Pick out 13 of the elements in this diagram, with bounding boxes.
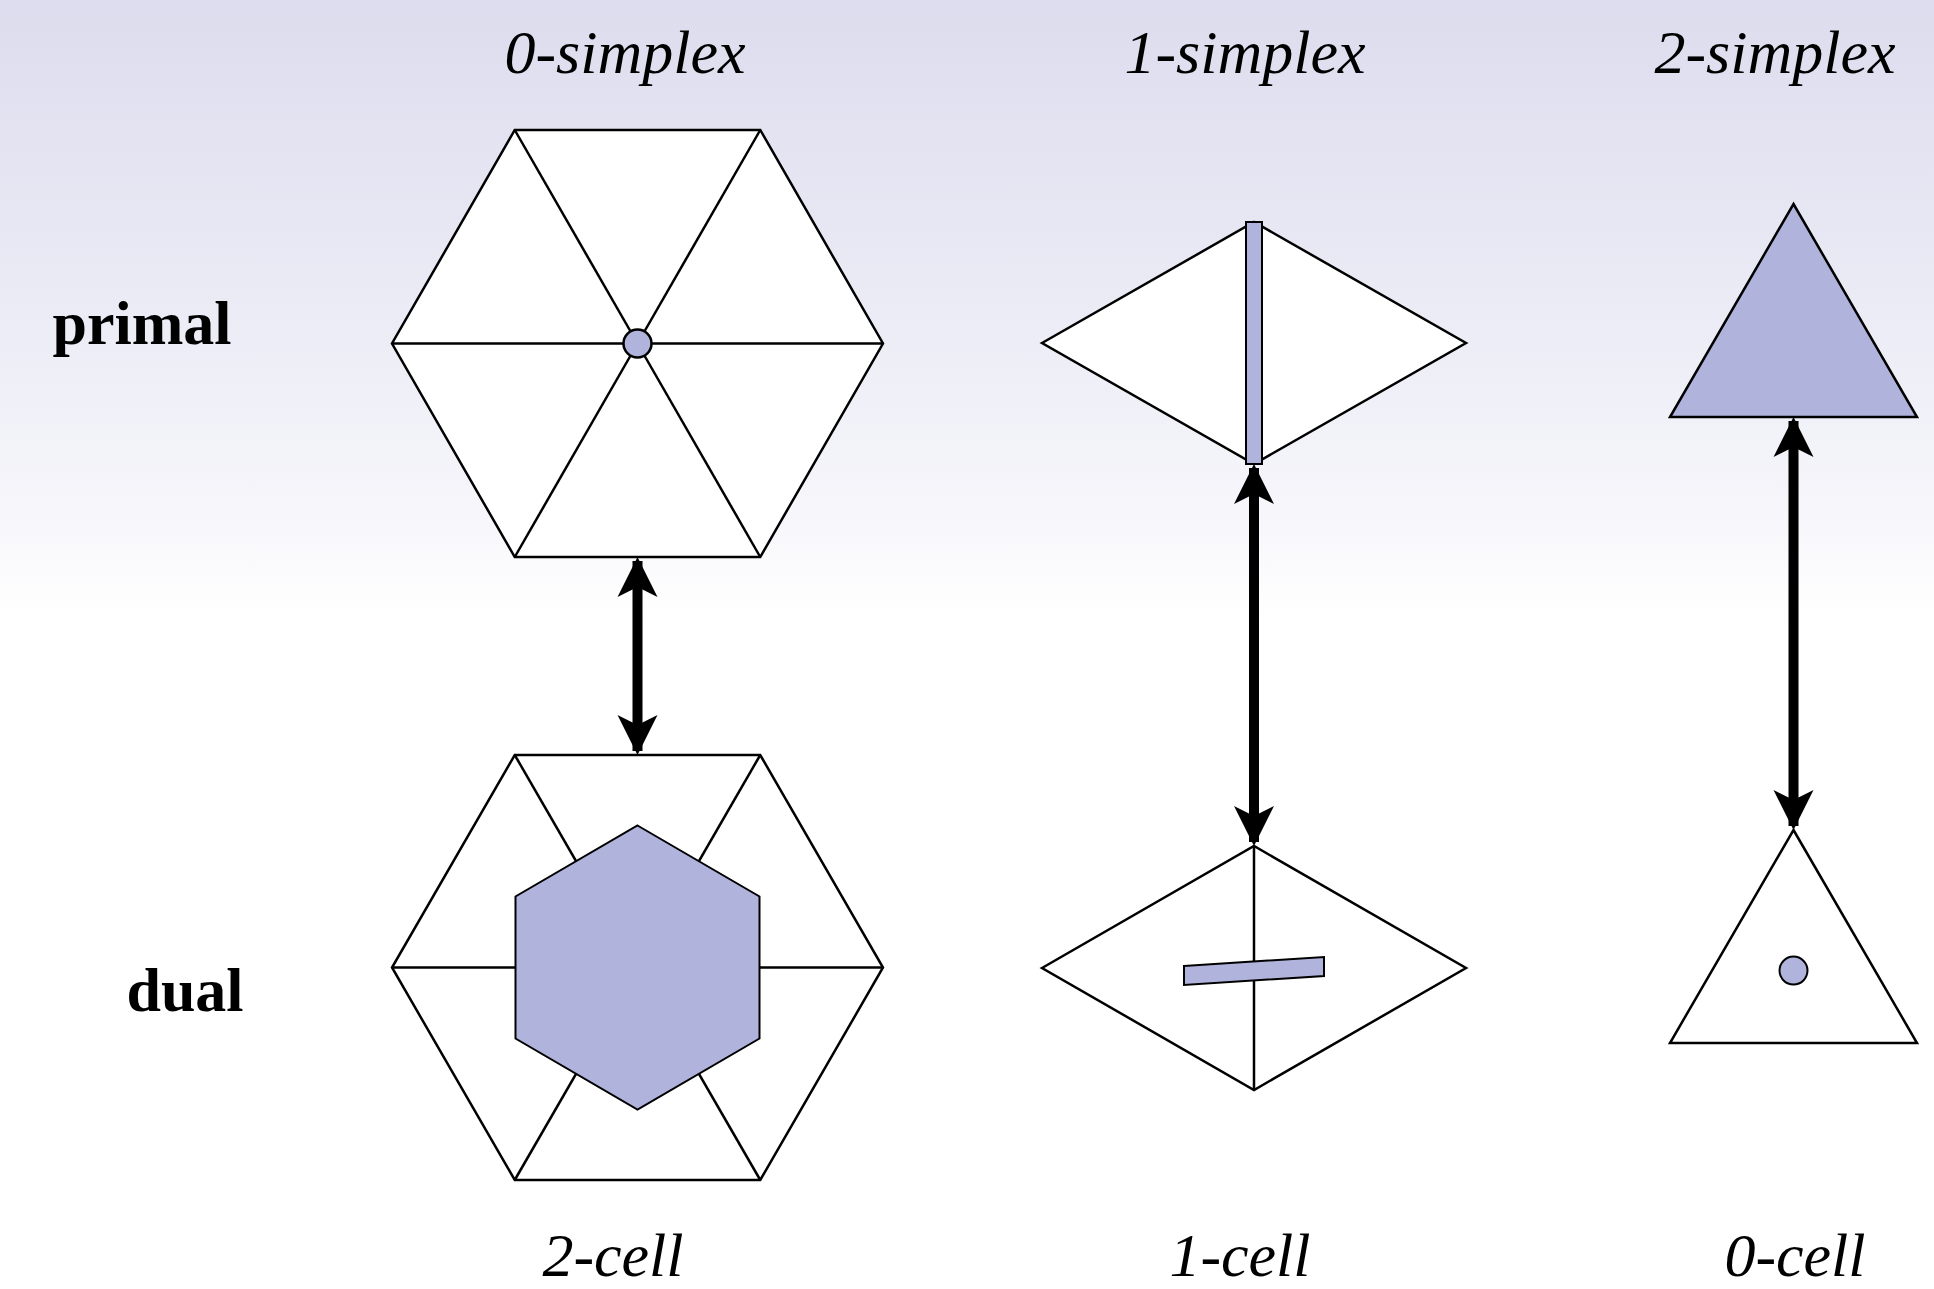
row-heading: dual: [126, 959, 244, 1021]
node-label: 2-cell: [542, 1224, 684, 1286]
double-arrow: [1773, 417, 1814, 830]
node-label: 0-cell: [1724, 1224, 1866, 1286]
double-arrow: [1234, 464, 1274, 846]
triangle-drawing: [1670, 830, 1917, 1043]
node-label: 1-cell: [1169, 1224, 1311, 1286]
rhombus-drawing: [1042, 222, 1466, 464]
hexagon-drawing: [392, 130, 883, 557]
double-arrow: [617, 557, 658, 755]
rhombus-drawing: [1042, 846, 1466, 1090]
triangle-drawing: [1670, 204, 1917, 417]
hexagon-drawing: [392, 755, 883, 1180]
